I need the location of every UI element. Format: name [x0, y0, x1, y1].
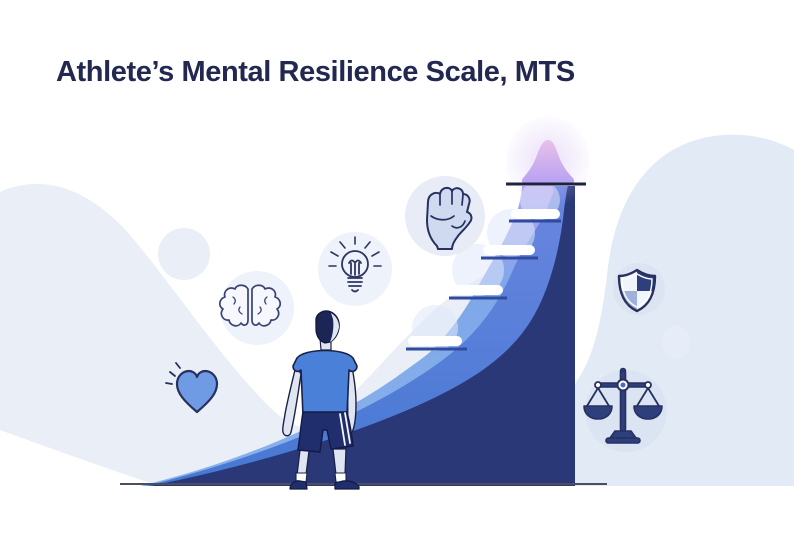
- step-pill: [408, 336, 462, 346]
- growth-curve-navy: [150, 186, 575, 486]
- step-pill: [483, 245, 535, 255]
- athlete-right-shoe: [334, 480, 360, 490]
- athlete-left-shoe: [289, 480, 308, 490]
- steps: [406, 209, 561, 351]
- deco-circle-right: [662, 325, 690, 359]
- lightbulb-icon: [318, 232, 392, 306]
- athlete-figure: [282, 310, 360, 490]
- step-pill: [511, 209, 560, 219]
- athlete-left-arm: [282, 365, 302, 437]
- scales-icon: [583, 367, 667, 452]
- heart-icon: [158, 361, 236, 439]
- athlete-shorts-stripes: [339, 412, 351, 446]
- athlete-right-leg: [332, 448, 347, 476]
- brain-icon: [219, 271, 294, 345]
- athlete-shirt: [292, 349, 358, 420]
- shield-icon: [613, 263, 665, 315]
- step-pill: [451, 285, 503, 295]
- athlete-face: [330, 313, 339, 342]
- deco-circle-left: [158, 228, 210, 280]
- athlete-shorts: [297, 411, 354, 453]
- page-title: Athlete’s Mental Resilience Scale, MTS: [56, 56, 575, 88]
- summit-peak: [521, 140, 575, 184]
- fist-icon: [405, 176, 485, 256]
